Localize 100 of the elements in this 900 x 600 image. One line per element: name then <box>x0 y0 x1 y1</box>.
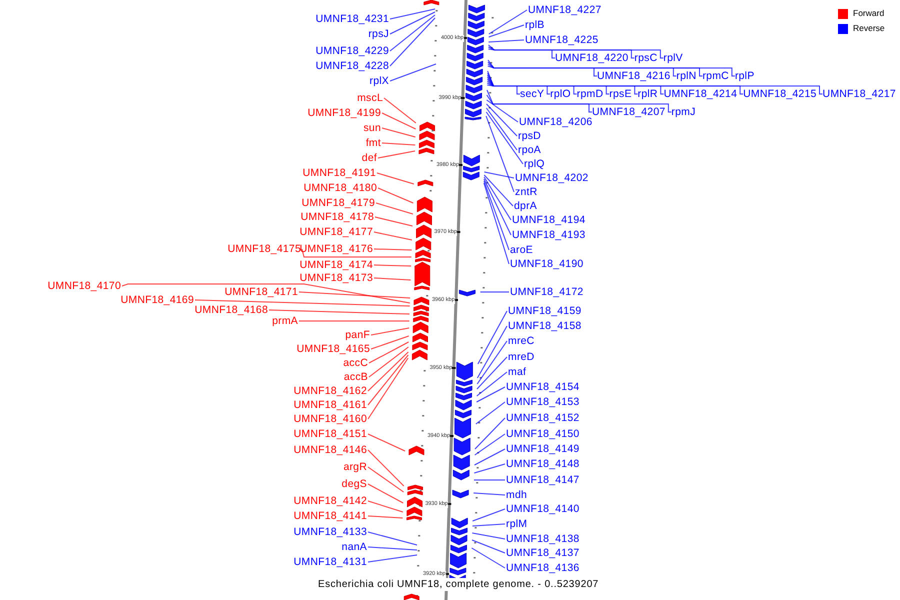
gene-label: rplV <box>663 52 683 64</box>
gene-label: UMNF18_4179 <box>302 197 375 209</box>
leader-line <box>487 70 520 94</box>
gene-label: UMNF18_4146 <box>294 444 367 456</box>
leader-line <box>477 310 508 364</box>
leader-line <box>486 82 744 94</box>
gene-label: UMNF18_4229 <box>316 45 389 57</box>
gene-label: rpsE <box>609 88 632 100</box>
gene-label: mscL <box>357 92 383 104</box>
gene-label: prmA <box>272 315 298 327</box>
gene-label: UMNF18_4214 <box>664 88 738 100</box>
gene-label: UMNF18_4227 <box>528 4 602 16</box>
gene-label: mreD <box>508 351 534 363</box>
gene-label: rpsJ <box>368 28 389 40</box>
gene-label: UMNF18_4142 <box>294 495 367 507</box>
gene-label: rpsD <box>518 130 541 142</box>
gene-label: UMNF18_4153 <box>506 396 580 408</box>
gene-label: UMNF18_4168 <box>194 304 268 316</box>
gene-label: fmt <box>366 137 381 149</box>
leader-line <box>488 40 524 42</box>
gene-label: UMNF18_4149 <box>506 443 580 455</box>
gene-label: UMNF18_4176 <box>300 243 373 255</box>
gene-label: rplX <box>370 75 389 87</box>
gene-label: UMNF18_4158 <box>508 320 582 332</box>
leader-line <box>376 202 414 214</box>
gene-label: degS <box>342 478 367 490</box>
gene-label: UMNF18_4225 <box>525 34 598 46</box>
leader-line <box>374 232 412 240</box>
gene-label: rplB <box>525 19 544 31</box>
gene-label: UMNF18_4207 <box>592 106 666 118</box>
gene-label: accB <box>344 371 368 383</box>
leader-line <box>486 84 823 94</box>
leader-line <box>368 354 409 406</box>
gene-label: UMNF18_4177 <box>300 226 373 238</box>
gene-label: mdh <box>506 489 528 501</box>
leader-line <box>473 492 506 496</box>
leader-line <box>486 94 672 112</box>
gene-label: UMNF18_4165 <box>296 343 370 355</box>
gene-label: UMNF18_4161 <box>294 399 367 411</box>
leader-line <box>487 66 736 76</box>
gene-label: rplR <box>638 88 658 100</box>
leader-line <box>476 340 508 384</box>
gene-label: UMNF18_4154 <box>506 381 580 393</box>
leader-line <box>474 418 506 450</box>
leader-line <box>488 10 528 34</box>
leader-line <box>378 150 416 158</box>
gene-label: UMNF18_4137 <box>506 547 580 559</box>
gene-label: UMNF18_4138 <box>506 533 580 545</box>
leader-line <box>472 524 506 526</box>
leader-line <box>472 532 506 540</box>
leader-line <box>474 448 506 466</box>
leader-line <box>384 98 416 124</box>
gene-label: UMNF18_4190 <box>510 258 584 270</box>
leader-line <box>484 176 512 220</box>
gene-label: rplQ <box>524 158 545 170</box>
gene-label: secY <box>520 88 544 100</box>
legend-label: Reverse <box>853 23 885 34</box>
gene-label: UMNF18_4133 <box>294 526 367 538</box>
leader-line <box>370 336 410 350</box>
leader-line <box>486 78 638 94</box>
gene-label: aroE <box>510 244 533 256</box>
leader-line <box>382 128 416 138</box>
gene-label: UMNF18_4217 <box>822 88 896 100</box>
leader-line <box>370 328 410 336</box>
leader-line <box>374 216 413 226</box>
leader-line <box>487 62 677 76</box>
leader-line <box>378 188 414 204</box>
leader-line <box>268 310 410 314</box>
leader-line <box>476 326 508 378</box>
leader-line <box>484 180 510 250</box>
gene-label: argR <box>343 461 367 473</box>
gene-label: dprA <box>514 200 537 212</box>
gene-label: UMNF18_4175 <box>228 243 301 255</box>
leader-line <box>376 172 414 184</box>
leader-line <box>487 72 551 94</box>
gene-label: UMNF18_4150 <box>506 428 580 440</box>
leader-line <box>390 64 436 82</box>
gene-label: UMNF18_4173 <box>300 272 373 284</box>
leader-line <box>368 532 418 546</box>
gene-label: UMNF18_4174 <box>300 259 373 271</box>
gene-label: rplP <box>734 70 754 82</box>
leader-line <box>368 516 404 518</box>
leader-line <box>390 12 436 34</box>
gene-label: UMNF18_4206 <box>519 116 592 128</box>
gene-label: zntR <box>515 186 538 198</box>
gene-label: UMNF18_4147 <box>506 474 580 486</box>
leader-line <box>486 80 664 94</box>
gene-label: maf <box>508 366 526 378</box>
leader-line <box>487 74 578 94</box>
leader-line <box>368 554 418 562</box>
leader-line <box>488 46 635 58</box>
leader-line <box>484 172 514 178</box>
gene-label: rplM <box>506 518 528 530</box>
gene-label: UMNF18_4191 <box>302 167 376 179</box>
gene-label: UMNF18_4140 <box>506 503 580 515</box>
leader-line <box>484 174 514 206</box>
leader-line <box>122 284 410 304</box>
gene-label: mreC <box>508 335 534 347</box>
leader-line <box>476 356 508 390</box>
gene-label: UMNF18_4216 <box>597 70 670 82</box>
